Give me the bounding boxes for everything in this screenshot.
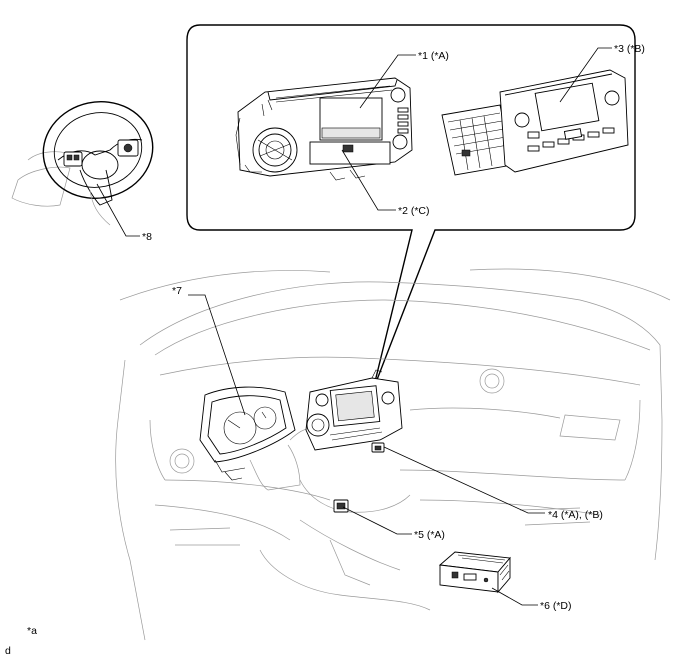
ecu-box-illustration bbox=[438, 551, 511, 594]
label-2: *2 (*C) bbox=[398, 205, 430, 217]
leader-line-8 bbox=[96, 183, 140, 237]
audio-unit-b-illustration bbox=[441, 69, 629, 176]
leader-line-4 bbox=[383, 446, 545, 514]
dashboard-illustration bbox=[115, 268, 671, 641]
audio-unit-a-illustration bbox=[235, 77, 413, 181]
label-8: *8 bbox=[142, 231, 152, 243]
label-1: *1 (*A) bbox=[418, 50, 449, 62]
leader-line-2 bbox=[341, 149, 396, 211]
label-4: *4 (*A), (*B) bbox=[548, 509, 603, 521]
leader-line-3 bbox=[559, 47, 612, 103]
label-7: *7 bbox=[172, 285, 182, 297]
legend-d: d bbox=[5, 645, 11, 657]
legend-a: *a bbox=[27, 625, 37, 637]
label-5: *5 (*A) bbox=[414, 529, 445, 541]
leader-line-5 bbox=[342, 506, 412, 535]
steering-wheel-illustration bbox=[11, 100, 154, 226]
label-3: *3 (*B) bbox=[614, 43, 645, 55]
callout-box bbox=[186, 24, 636, 391]
leader-line-6 bbox=[491, 587, 538, 606]
leader-line-7 bbox=[188, 294, 246, 416]
leader-line-1 bbox=[359, 54, 416, 109]
label-6: *6 (*D) bbox=[540, 600, 572, 612]
